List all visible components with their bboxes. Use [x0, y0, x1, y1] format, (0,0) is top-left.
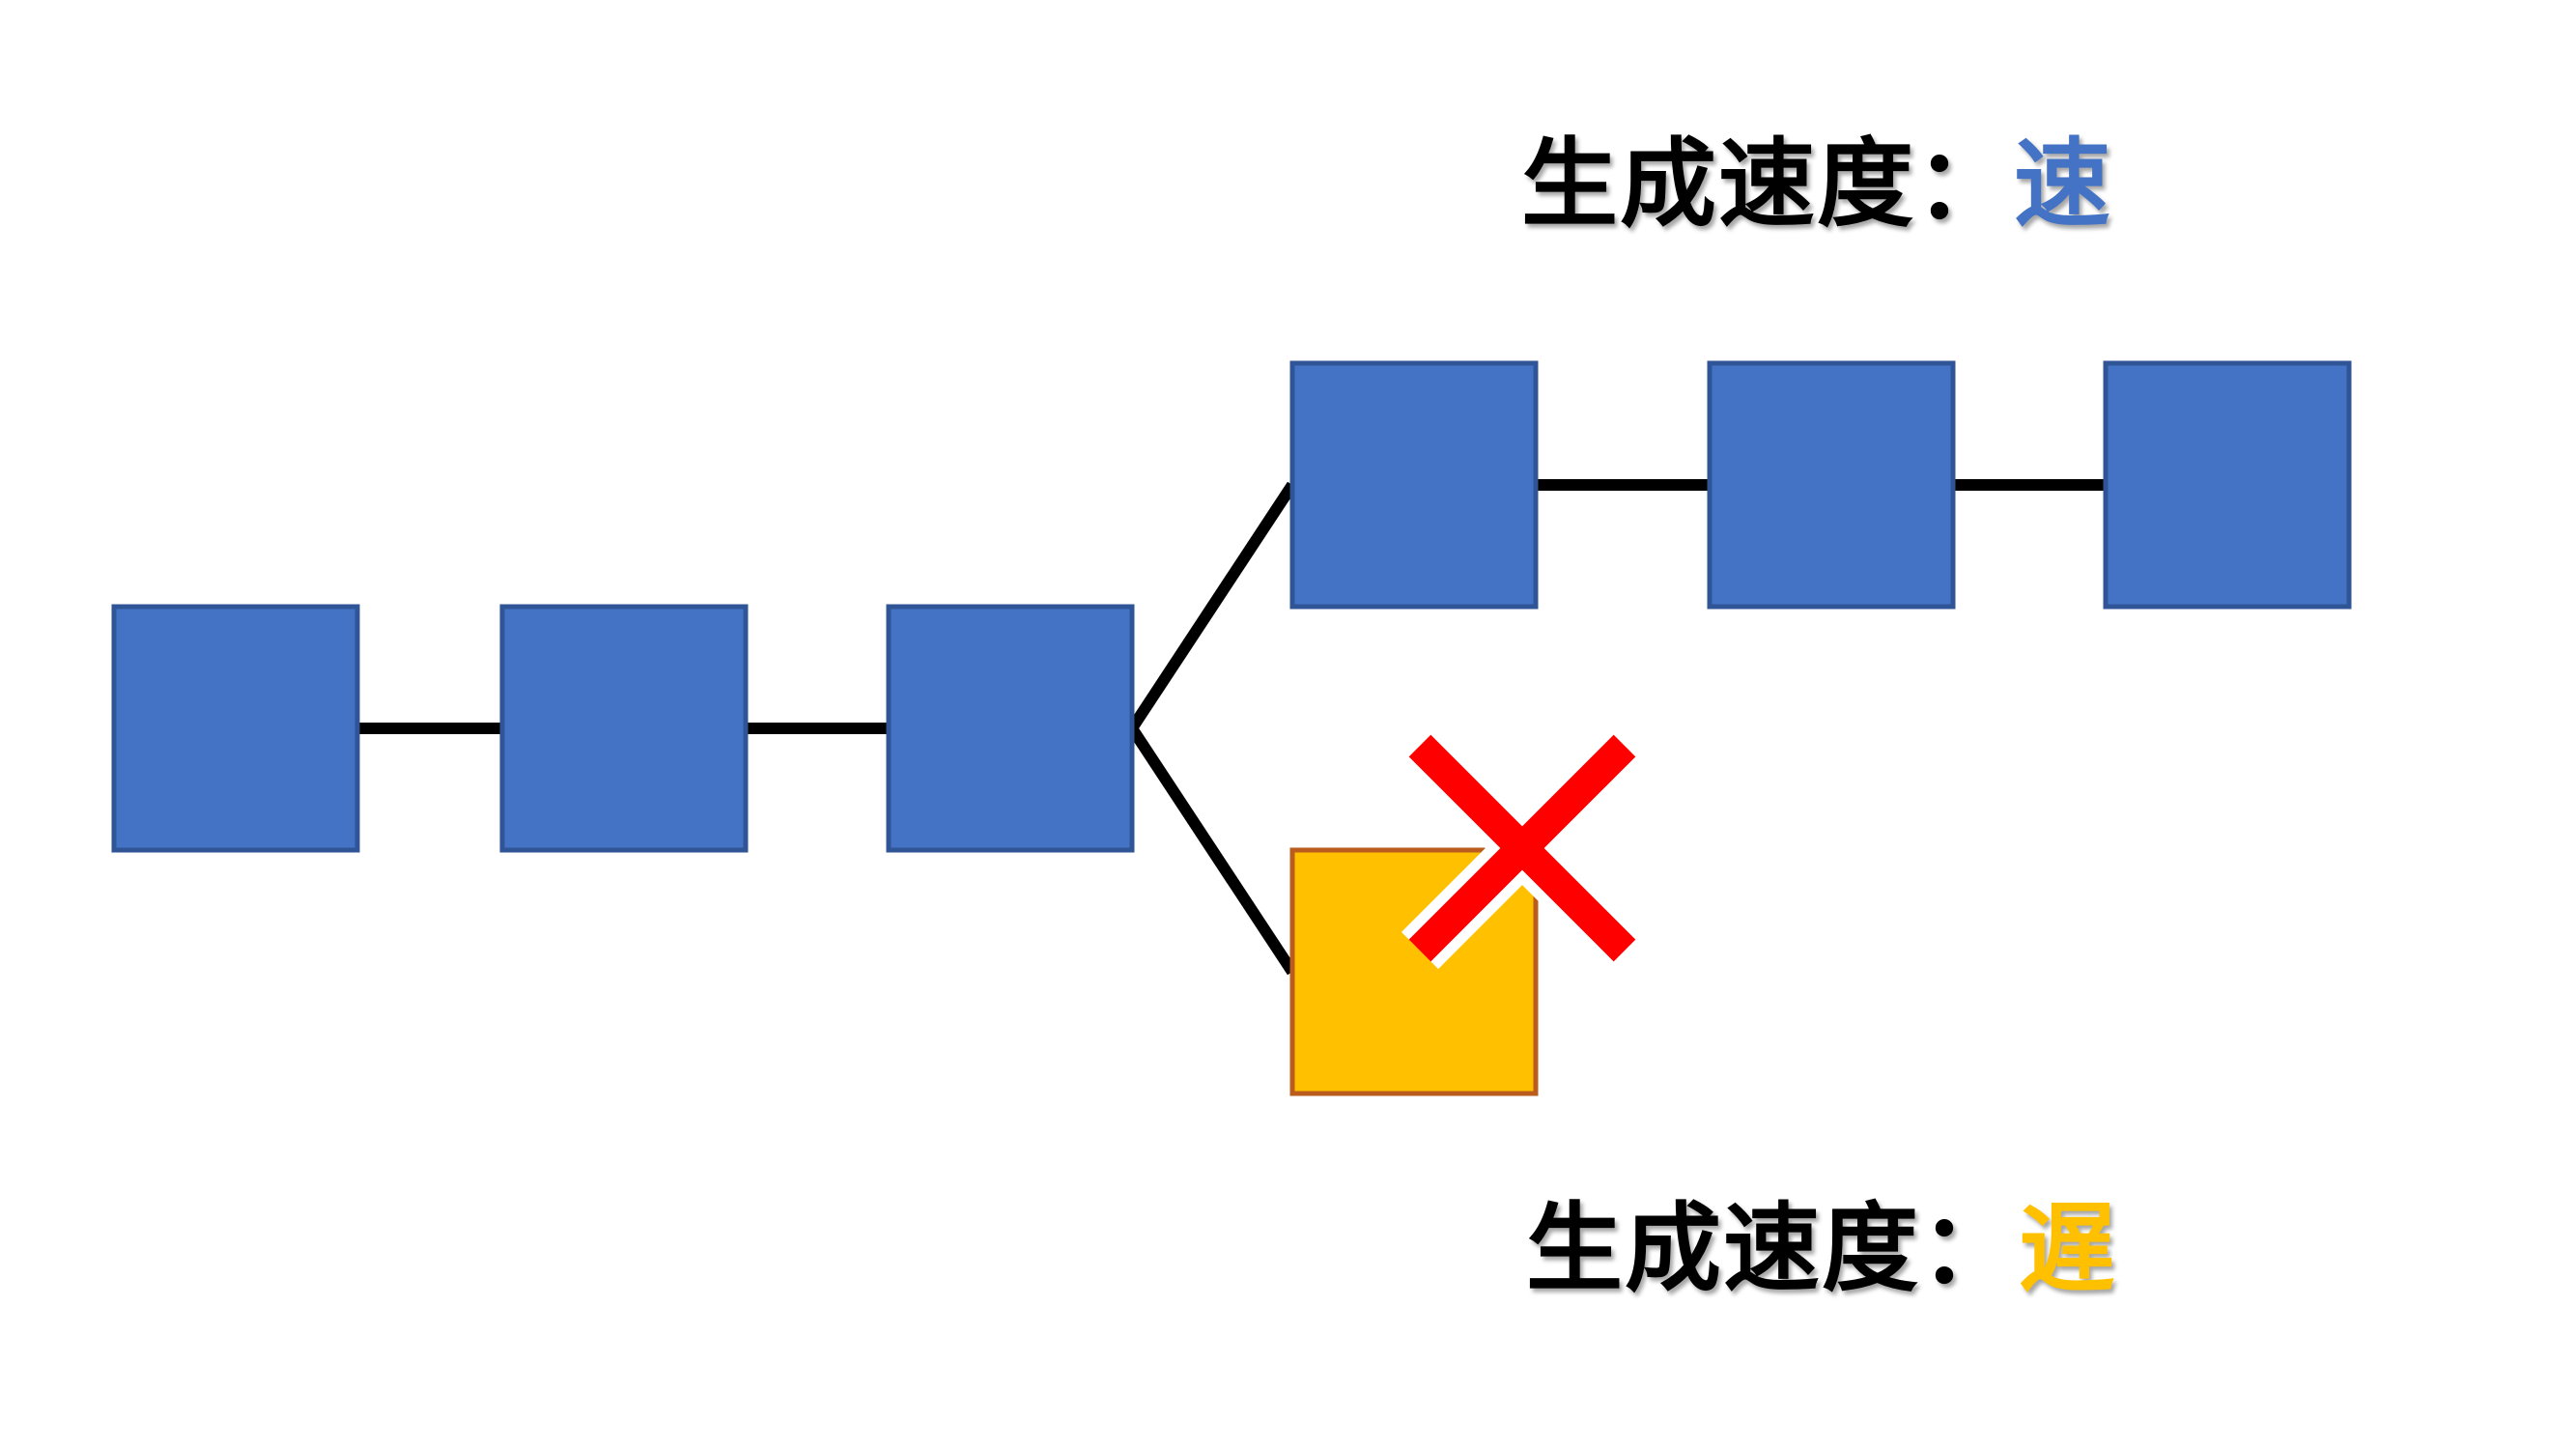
fast-generation-label: 生成速度：速 — [1521, 136, 2112, 233]
slow-label-value: 遅 — [2019, 1195, 2117, 1303]
fast-label-value: 速 — [2014, 130, 2112, 239]
block-fast-branch-2 — [1707, 360, 1956, 610]
block-fast-branch-3 — [2103, 360, 2352, 610]
block-main-chain-1 — [111, 604, 360, 853]
block-main-chain-3 — [886, 604, 1135, 853]
connector-fork-down — [1126, 724, 1298, 976]
slow-generation-label: 生成速度：遅 — [1526, 1201, 2117, 1297]
reject-x-icon-2 — [1408, 734, 1636, 962]
block-fast-branch-1 — [1289, 360, 1539, 610]
slow-label-prefix: 生成速度： — [1526, 1195, 2019, 1303]
connector-fork-up — [1126, 481, 1298, 732]
block-main-chain-2 — [499, 604, 749, 853]
fast-label-prefix: 生成速度： — [1521, 130, 2014, 239]
